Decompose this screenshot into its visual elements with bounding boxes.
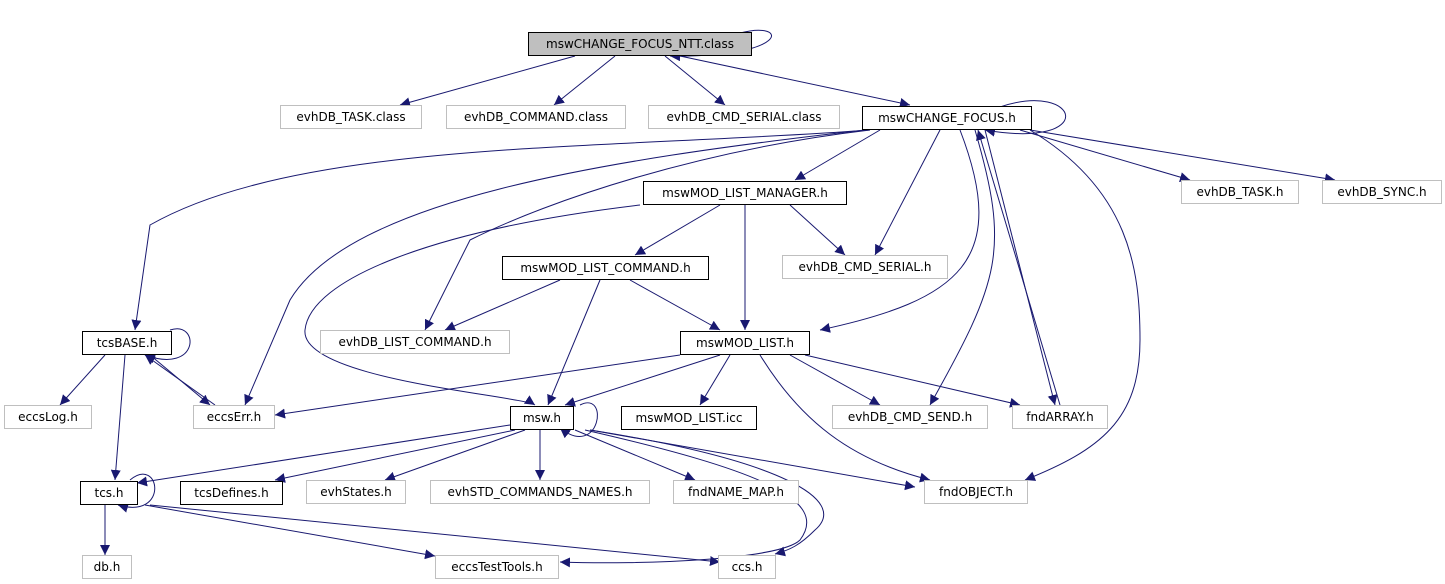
edge-tcs-self (117, 473, 156, 513)
node-evhdb-cmd-send-h[interactable]: evhDB_CMD_SEND.h (832, 405, 988, 429)
edge-ml-msw-h (564, 354, 721, 407)
edge-tcs-ccs-h (149, 504, 721, 566)
edge-cf-evhdb-cmd-serial-h (874, 129, 941, 256)
node-ccs-h[interactable]: ccs.h (718, 555, 776, 579)
node-mswchange-focus-ntt-class[interactable]: mswCHANGE_FOCUS_NTT.class (528, 32, 752, 56)
node-evhdb-sync-h[interactable]: evhDB_SYNC.h (1322, 180, 1442, 204)
edge-root-evhdb-command-class (553, 55, 616, 106)
edge-mlm-evhdb-cmd-serial-h (789, 204, 846, 256)
edge-mlc-msw-h (547, 279, 601, 406)
edge-cf-eccserr-h (244, 129, 866, 406)
node-msw-h[interactable]: msw.h (510, 406, 574, 430)
edge-cf-evhdb-task-h (1019, 129, 1191, 182)
node-mswmod-list-icc[interactable]: mswMOD_LIST.icc (621, 406, 757, 430)
node-tcsbase-h[interactable]: tcsBASE.h (82, 331, 172, 355)
edge-cf-tcsbase-h (131, 129, 871, 331)
node-evhstates-h[interactable]: evhStates.h (306, 480, 406, 504)
edge-ml-fndarray-h (804, 354, 1021, 408)
edge-cf-evhdb-list-command-h (424, 129, 871, 331)
edge-cf-evhdb-sync-h (1029, 129, 1336, 184)
edge-cf-evhdb-cmd-send-h (929, 129, 996, 406)
edge-root-evhdb-cmd-serial-class (664, 55, 726, 106)
node-evhdb-task-class[interactable]: evhDB_TASK.class (280, 105, 422, 129)
node-evhdb-task-h[interactable]: evhDB_TASK.h (1181, 180, 1299, 204)
edge-msw-self (559, 402, 598, 439)
node-evhdb-list-command-h[interactable]: evhDB_LIST_COMMAND.h (320, 330, 510, 354)
edge-cf-self (984, 100, 1066, 137)
edge-cf-mswmod-list-h (819, 129, 980, 333)
node-evhdb-command-class[interactable]: evhDB_COMMAND.class (446, 105, 626, 129)
node-mswmod-list-manager-h[interactable]: mswMOD_LIST_MANAGER.h (643, 181, 847, 205)
edge-tcs-eccstesttools-h (144, 504, 436, 560)
edge-tcsbase-eccslog-h (59, 354, 106, 406)
node-mswmod-list-command-h[interactable]: mswMOD_LIST_COMMAND.h (502, 256, 709, 280)
node-eccstesttools-h[interactable]: eccsTestTools.h (435, 555, 559, 579)
edge-tcsbase-tcs-h (110, 354, 126, 481)
node-fndarray-h[interactable]: fndARRAY.h (1012, 405, 1108, 429)
edge-msw-tcsdefines-h (274, 429, 516, 483)
node-evhdb-cmd-serial-class[interactable]: evhDB_CMD_SERIAL.class (648, 105, 840, 129)
edge-mlm-mswmod-list-command (634, 204, 721, 256)
edge-msw-ccs-h (589, 429, 825, 557)
edge-cf-mswmod-list-manager (794, 129, 881, 181)
node-tcs-h[interactable]: tcs.h (80, 481, 138, 505)
edge-root-mswchange-focus-h (679, 55, 911, 108)
edge-msw-tcs-h (136, 424, 511, 487)
node-fndname-map-h[interactable]: fndNAME_MAP.h (673, 480, 799, 504)
edge-mlm-msw-h (304, 204, 641, 406)
node-evhstd-commands-names-h[interactable]: evhSTD_COMMANDS_NAMES.h (430, 480, 650, 504)
edge-msw-fndname-map-h (574, 429, 696, 481)
node-tcsdefines-h[interactable]: tcsDefines.h (180, 481, 283, 505)
edge-tcsbase-self (144, 328, 191, 364)
edge-msw-evhstates-h (384, 429, 526, 482)
node-mswchange-focus-h[interactable]: mswCHANGE_FOCUS.h (862, 106, 1032, 130)
edge-mlc-mswmod-list-h (629, 279, 721, 331)
edge-mlc-evhdb-list-command-h (444, 279, 561, 331)
node-eccslog-h[interactable]: eccsLog.h (4, 405, 92, 429)
node-db-h[interactable]: db.h (82, 555, 132, 579)
edge-ml-eccserr-h (274, 354, 681, 419)
edge-cf-fndobject-h (1024, 129, 1141, 481)
node-eccserr-h[interactable]: eccsErr.h (193, 405, 275, 429)
edge-cf-back (976, 129, 1061, 406)
node-evhdb-cmd-serial-h[interactable]: evhDB_CMD_SERIAL.h (782, 255, 948, 279)
node-fndobject-h[interactable]: fndOBJECT.h (924, 480, 1028, 504)
node-mswmod-list-h[interactable]: mswMOD_LIST.h (680, 331, 810, 355)
edge-ml-mswmod-list-icc (699, 354, 731, 406)
edge-ml-evhdb-cmd-send-h (789, 354, 881, 406)
edge-msw-eccstesttools-h (559, 429, 808, 568)
edge-root-evhdb-task-class (399, 55, 576, 108)
edge-eccserr-tcsbase-h (144, 354, 216, 406)
edge-ml-fndobject-h (759, 354, 931, 483)
edge-cf-fndarray-h (984, 129, 1058, 406)
